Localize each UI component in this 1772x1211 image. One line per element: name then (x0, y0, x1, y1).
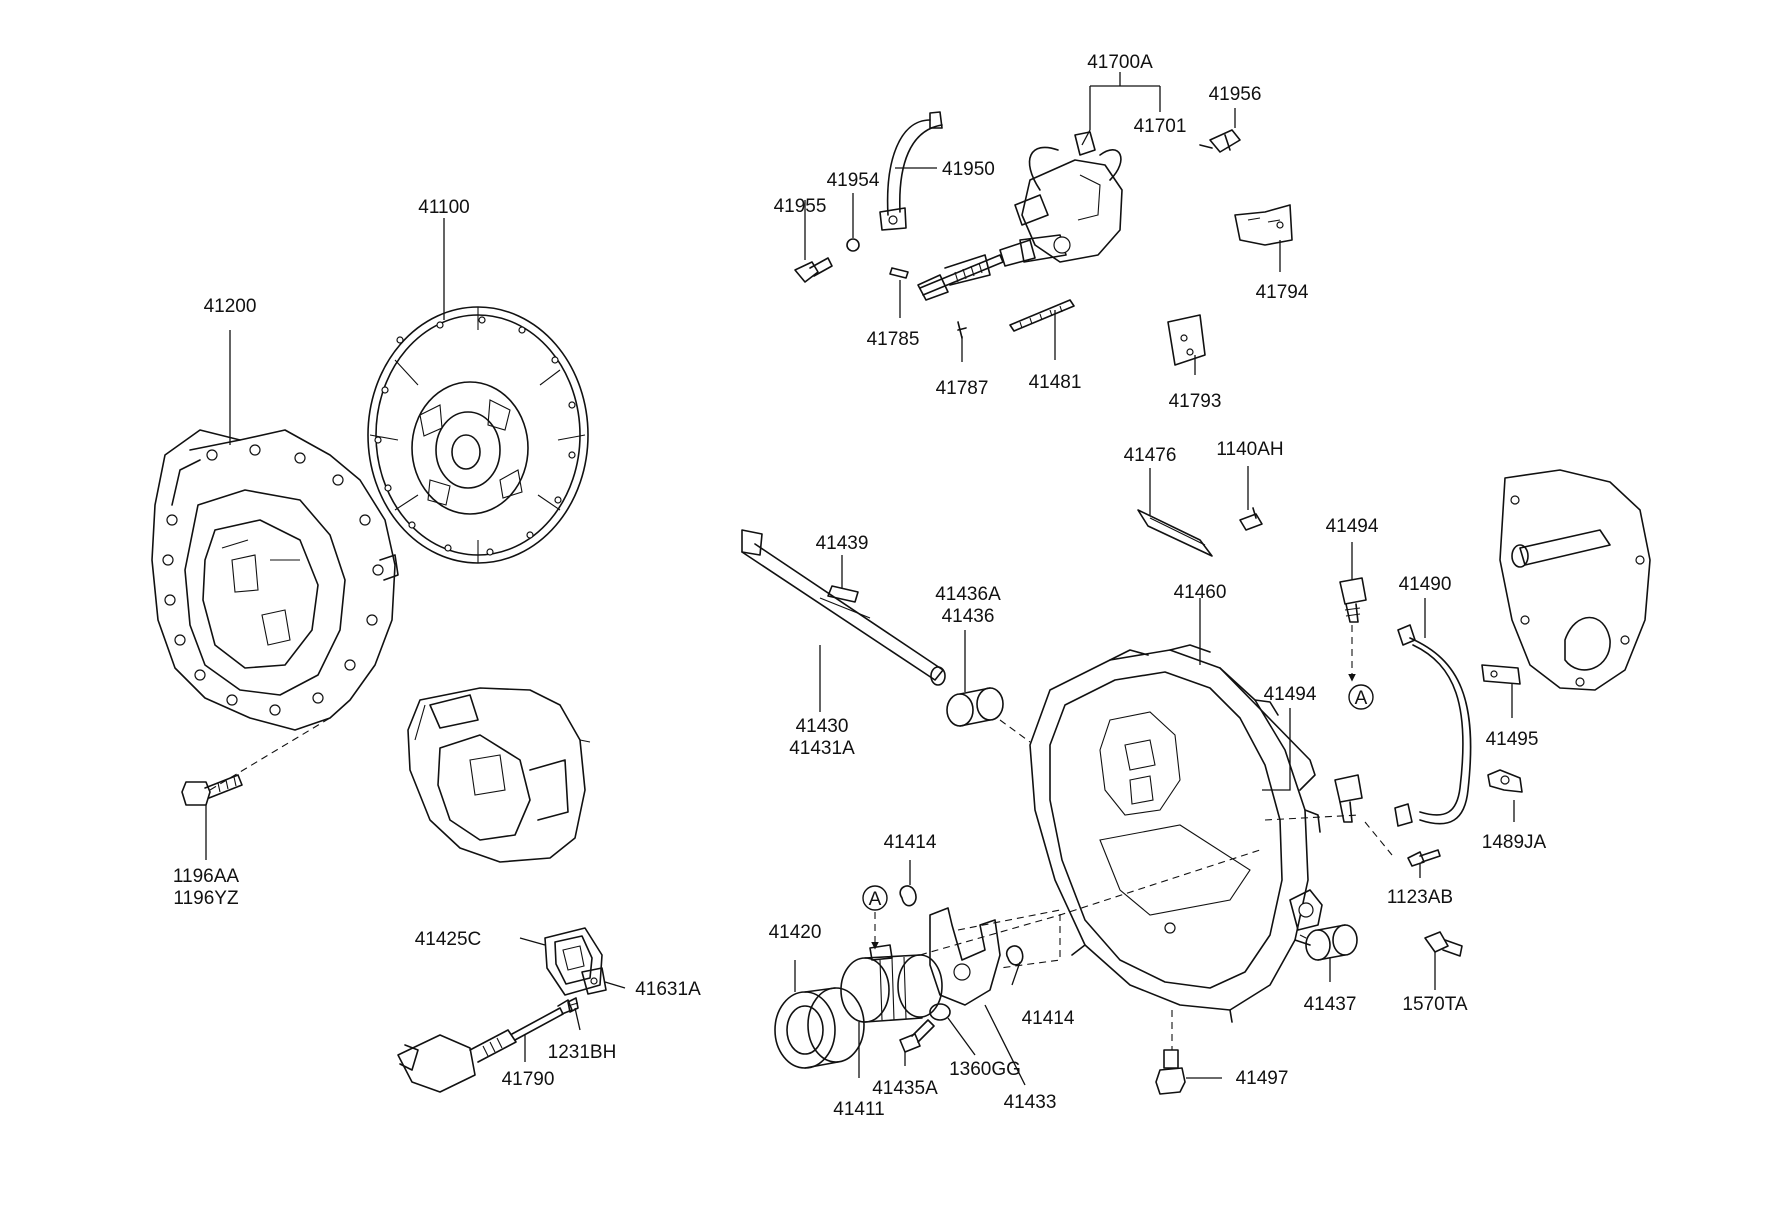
bolt-41435A (899, 1019, 935, 1053)
label-41437: 41437 (1304, 994, 1357, 1015)
label-1196AA: 1196AA (173, 866, 240, 887)
label-1360GG: 1360GG (949, 1059, 1021, 1080)
connector-41956 (1199, 129, 1241, 153)
cover-bolt-holes (162, 444, 384, 716)
plate-41495 (1481, 664, 1521, 685)
ref-a-upper-label: A (1355, 688, 1368, 709)
release-bearing-41420 (774, 987, 865, 1069)
label-41956: 41956 (1209, 84, 1262, 105)
disc-rivets (374, 316, 576, 556)
hose-41950 (879, 111, 943, 231)
label-41439: 41439 (816, 533, 869, 554)
clip-1489JA (1487, 769, 1523, 793)
label-1489JA: 1489JA (1482, 832, 1547, 853)
label-1140AH: 1140AH (1216, 439, 1283, 460)
label-41431A: 41431A (789, 738, 855, 759)
label-41414-upper: 41414 (884, 832, 937, 853)
label-41794: 41794 (1256, 282, 1309, 303)
extension-housing (1499, 469, 1651, 691)
label-41430: 41430 (796, 716, 849, 737)
label-41414-lower: 41414 (1022, 1008, 1075, 1029)
strip-41476 (1137, 509, 1213, 557)
bushing-41436 (946, 687, 1004, 727)
label-1196YZ: 1196YZ (173, 888, 239, 909)
label-41476: 41476 (1124, 445, 1177, 466)
elbow-1570TA (1424, 931, 1463, 957)
pin-1231BH (567, 997, 579, 1013)
ref-a-lower: A (862, 885, 888, 911)
bushing-41437 (1305, 924, 1358, 961)
label-41460: 41460 (1174, 582, 1227, 603)
label-41420: 41420 (769, 922, 822, 943)
transmission-case-41460 (1029, 644, 1323, 1023)
spring-41481 (1009, 299, 1075, 332)
label-41700A: 41700A (1087, 52, 1153, 73)
label-41411: 41411 (833, 1099, 884, 1120)
label-41100: 41100 (418, 197, 469, 218)
label-41481: 41481 (1029, 372, 1082, 393)
label-41490: 41490 (1399, 574, 1452, 595)
breather-41494-upper (1339, 577, 1367, 623)
shaft-41430 (741, 529, 946, 686)
label-41954: 41954 (827, 170, 880, 191)
bolt-1196AA (181, 774, 243, 806)
boot-41425C (544, 927, 603, 996)
pin-41785 (889, 267, 909, 279)
label-41433: 41433 (1004, 1092, 1057, 1113)
label-41955: 41955 (774, 196, 827, 217)
ref-a-upper: A (1348, 684, 1374, 710)
plate-41793 (1167, 314, 1206, 366)
label-41436: 41436 (942, 606, 995, 627)
bolt-1123AB (1407, 849, 1441, 867)
label-1231BH: 1231BH (548, 1042, 617, 1063)
bolt-41955 (794, 257, 833, 283)
key-41439 (827, 585, 859, 603)
label-41436A: 41436A (935, 584, 1001, 605)
shaft-41790 (397, 999, 573, 1093)
label-1123AB: 1123AB (1387, 887, 1453, 908)
pipe-41490 (1394, 624, 1472, 827)
label-41200: 41200 (204, 296, 257, 317)
bracket-41794 (1234, 204, 1293, 246)
bolt-1140AH (1239, 507, 1263, 531)
label-41425C: 41425C (415, 929, 482, 950)
label-41787: 41787 (936, 378, 989, 399)
washer-1360GG (929, 1003, 951, 1021)
clutch-disc-41100 (367, 306, 589, 564)
release-fork-41433 (929, 907, 1001, 1006)
washer-41954 (846, 238, 860, 252)
label-41494-lower: 41494 (1264, 684, 1317, 705)
clutch-cover-41200 (151, 429, 399, 731)
ref-a-lower-label: A (869, 889, 882, 910)
bell-housing-small (407, 687, 591, 863)
breather-41494-lower (1334, 774, 1363, 823)
leader-lines (205, 72, 1515, 1086)
label-41785: 41785 (867, 329, 920, 350)
part-labels: 41700A 41701 41956 41954 41950 41955 417… (173, 52, 1547, 1120)
release-sleeve-41411 (840, 944, 943, 1023)
label-41793: 41793 (1169, 391, 1222, 412)
label-41950: 41950 (942, 159, 995, 180)
label-1570TA: 1570TA (1402, 994, 1467, 1015)
label-41631A: 41631A (635, 979, 701, 1000)
label-41494-upper: 41494 (1326, 516, 1379, 537)
release-cylinder-41700A (917, 131, 1123, 301)
label-41790: 41790 (502, 1069, 555, 1090)
bolt-41497 (1155, 1049, 1186, 1095)
label-41435A: 41435A (872, 1078, 938, 1099)
spring-41414-lower (1005, 945, 1024, 966)
clip-41787 (957, 321, 967, 339)
label-41497: 41497 (1236, 1068, 1289, 1089)
plate-41631A (581, 967, 607, 995)
label-41701: 41701 (1134, 116, 1187, 137)
label-41495: 41495 (1486, 729, 1539, 750)
spring-41414-upper (899, 885, 917, 907)
